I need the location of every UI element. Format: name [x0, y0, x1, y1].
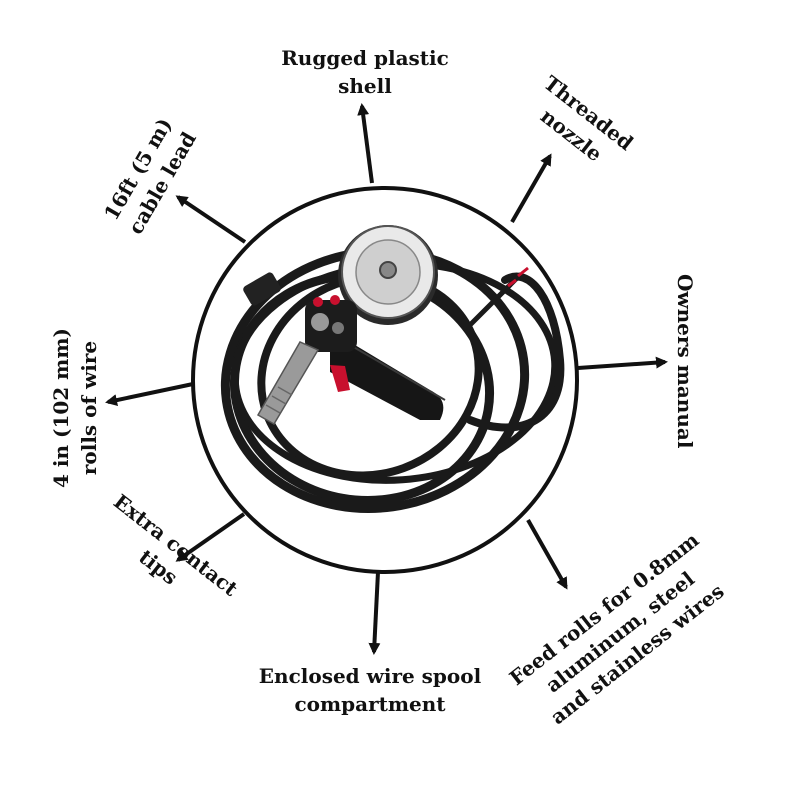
arrow-feed [526, 519, 568, 590]
label-enclosed-wire-spool: Enclosed wire spool compartment [258, 664, 482, 716]
arrow-tips [175, 512, 246, 562]
arrow-manual [577, 356, 668, 370]
arrow-rolls [105, 382, 194, 407]
arrow-shell [357, 103, 374, 184]
label-wire-rolls: 4 in (102 mm) rolls of wire [49, 328, 101, 488]
label-rugged-plastic-shell: Rugged plastic shell [281, 46, 449, 98]
callout-arrows [105, 103, 668, 655]
label-owners-manual: Owners manual [673, 274, 697, 449]
arrow-spool [368, 571, 381, 655]
spool-gun-icon [220, 225, 565, 513]
arrow-cable [175, 195, 247, 244]
arrow-nozzle [510, 153, 552, 223]
